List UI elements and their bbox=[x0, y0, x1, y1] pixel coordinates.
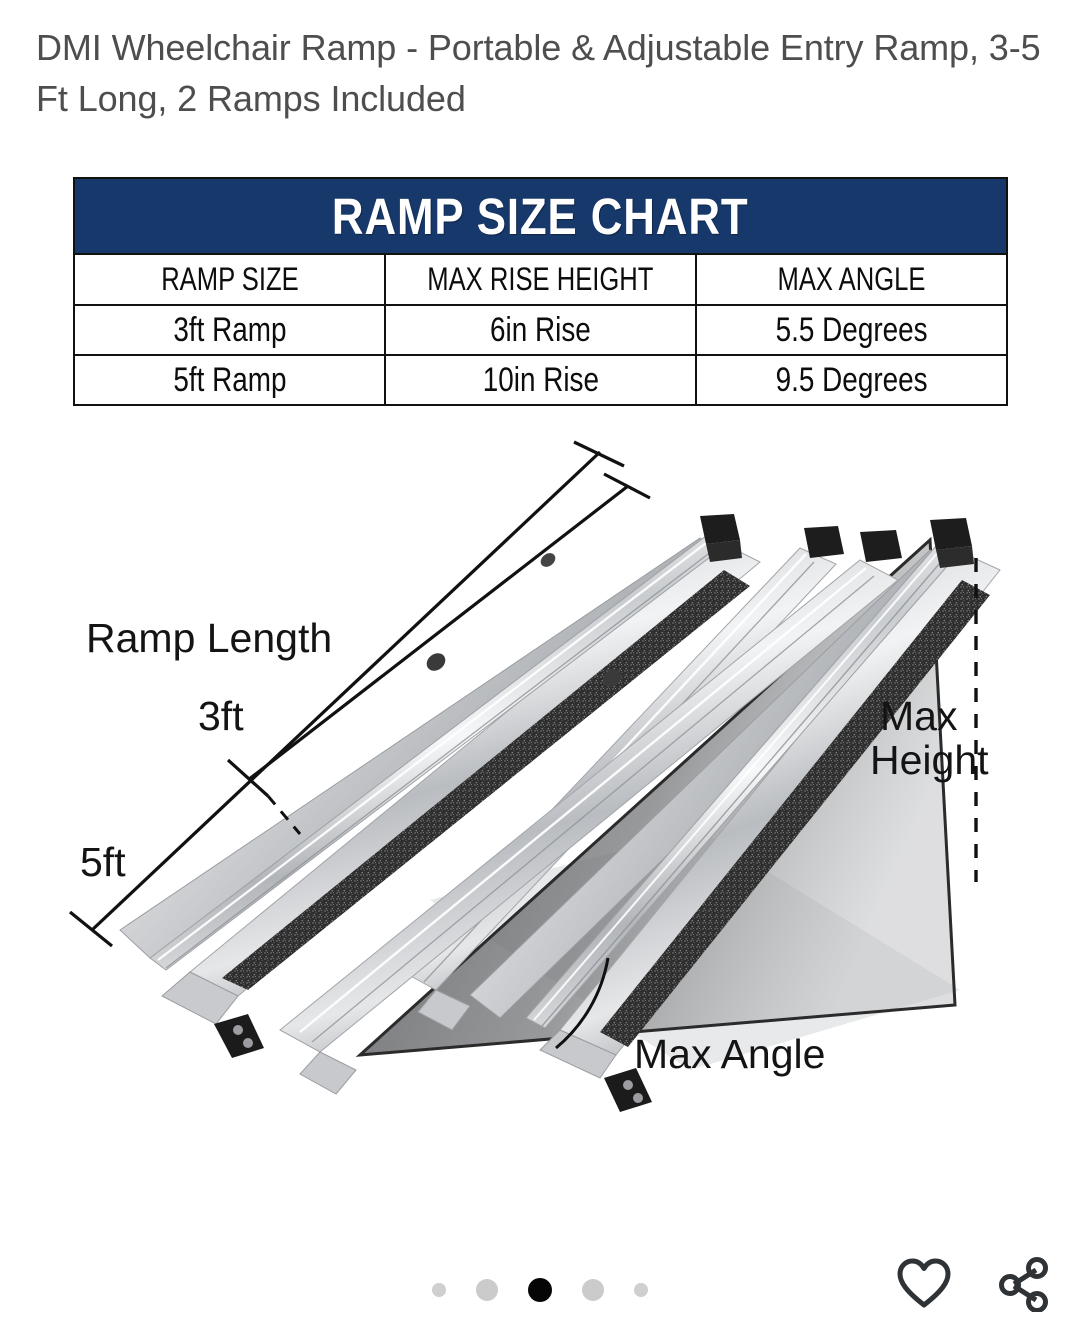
ramp-rear bbox=[469, 518, 1001, 1112]
carousel-pagination[interactable] bbox=[0, 1270, 1080, 1310]
label-ramp-length: Ramp Length bbox=[86, 615, 332, 661]
cell-max-rise-text: 10in Rise bbox=[482, 360, 599, 399]
label-max-height-line2: Height bbox=[870, 737, 989, 783]
column-header-max-angle-text: MAX ANGLE bbox=[777, 261, 926, 297]
ramp-diagram-image: Ramp Length 3ft 5ft Max Height Max Angle bbox=[0, 430, 1080, 1170]
label-5ft: 5ft bbox=[80, 839, 126, 885]
label-max-angle: Max Angle bbox=[634, 1031, 825, 1077]
chart-title-cell: RAMP SIZE CHART bbox=[73, 177, 1008, 255]
cell-max-angle: 9.5 Degrees bbox=[695, 354, 1008, 406]
carousel-dot-1[interactable] bbox=[432, 1283, 446, 1297]
cell-max-rise: 10in Rise bbox=[384, 354, 697, 406]
column-header-ramp-size: RAMP SIZE bbox=[73, 253, 386, 306]
cell-max-rise-text: 6in Rise bbox=[490, 310, 591, 349]
cell-ramp-size-text: 5ft Ramp bbox=[172, 360, 287, 399]
cell-max-angle-text: 5.5 Degrees bbox=[775, 310, 928, 349]
cell-ramp-size: 3ft Ramp bbox=[73, 304, 386, 356]
cell-ramp-size: 5ft Ramp bbox=[73, 354, 386, 406]
carousel-dot-5[interactable] bbox=[634, 1283, 648, 1297]
cell-max-angle-text: 9.5 Degrees bbox=[775, 360, 928, 399]
column-header-max-rise-height-text: MAX RISE HEIGHT bbox=[427, 261, 654, 297]
table-row: 5ft Ramp 10in Rise 9.5 Degrees bbox=[73, 354, 1008, 406]
column-header-max-rise-height: MAX RISE HEIGHT bbox=[384, 253, 697, 306]
table-title-row: RAMP SIZE CHART bbox=[73, 177, 1008, 255]
ramp-front-inner-rail bbox=[279, 530, 902, 1095]
ramp-front bbox=[119, 514, 761, 1058]
heart-icon[interactable] bbox=[896, 1258, 952, 1315]
chart-title-text: RAMP SIZE CHART bbox=[332, 187, 749, 245]
label-max-height-line1: Max bbox=[880, 693, 958, 739]
carousel-dot-2[interactable] bbox=[476, 1279, 498, 1301]
table-row: 3ft Ramp 6in Rise 5.5 Degrees bbox=[73, 304, 1008, 356]
max-angle-arc bbox=[555, 957, 610, 1050]
share-icon[interactable] bbox=[996, 1256, 1052, 1317]
cell-max-rise: 6in Rise bbox=[384, 304, 697, 356]
column-header-ramp-size-text: RAMP SIZE bbox=[160, 261, 299, 297]
cell-max-angle: 5.5 Degrees bbox=[695, 304, 1008, 356]
angle-floor-plane bbox=[355, 536, 957, 1057]
action-icon-bar[interactable] bbox=[896, 1256, 1052, 1317]
column-header-max-angle: MAX ANGLE bbox=[695, 253, 1008, 306]
ramp-fasteners bbox=[426, 553, 622, 687]
cell-ramp-size-text: 3ft Ramp bbox=[172, 310, 287, 349]
table-header-row: RAMP SIZE MAX RISE HEIGHT MAX ANGLE bbox=[73, 253, 1008, 306]
dimension-lines bbox=[68, 440, 651, 948]
carousel-dot-3-active[interactable] bbox=[528, 1278, 552, 1302]
label-3ft: 3ft bbox=[198, 693, 244, 739]
ramp-size-chart-table: RAMP SIZE CHART RAMP SIZE MAX RISE HEIGH… bbox=[73, 177, 1008, 406]
carousel-dot-4[interactable] bbox=[582, 1279, 604, 1301]
page-title: DMI Wheelchair Ramp - Portable & Adjusta… bbox=[36, 27, 1041, 120]
